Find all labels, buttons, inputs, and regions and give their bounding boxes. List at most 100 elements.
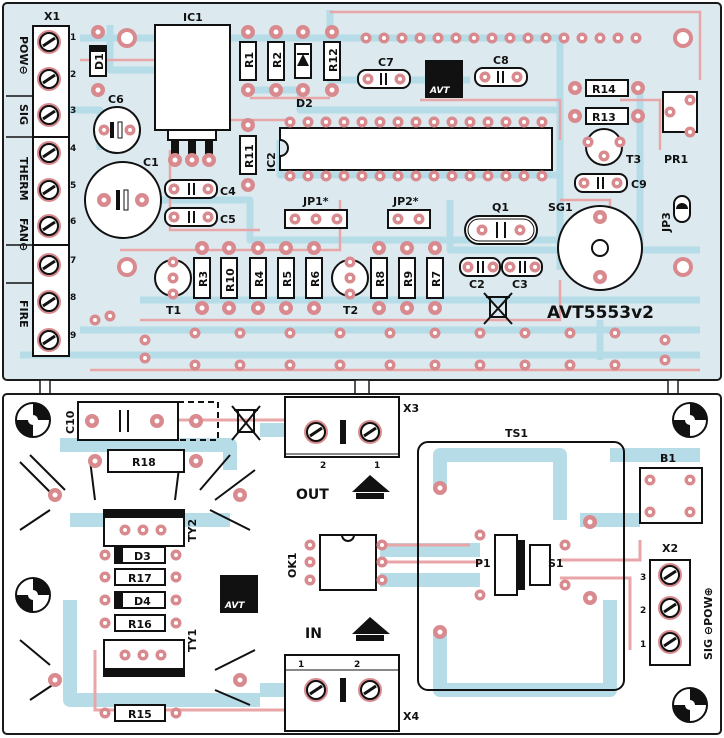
x2-pin-1: 1 [640,640,646,650]
weee-bin-icon-top [483,292,513,325]
c4-label: C4 [220,185,236,198]
resistor-r12: R12 [323,25,341,97]
r16-label: R16 [128,618,152,631]
resistor-r4: R4 [249,241,267,315]
capacitor-c7: C7 [357,56,411,89]
r5-label: R5 [281,271,294,287]
r8-label: R8 [374,271,387,287]
x1-pin-2: 2 [70,70,76,80]
d4-label: D4 [134,595,151,608]
c10-label: C10 [64,410,77,434]
side-label-fire: FIRE [17,300,30,328]
x4-pin-1: 1 [298,660,304,670]
capacitor-c10: C10 [64,401,219,441]
x1-pin-4: 4 [70,144,76,154]
heatsink-lower [19,639,256,706]
sg1-label: SG1 [548,201,573,214]
r3-label: R3 [197,271,210,287]
capacitor-c4: C4 [164,179,236,199]
resistor-r11: R11 [239,118,257,192]
ok1-label: OK1 [286,552,299,578]
heatsink-upper [19,454,256,531]
weee-bin-icon-bottom [231,405,261,441]
d1-label: D1 [93,53,106,70]
resistor-r17: R17 [99,568,182,586]
resistor-r16: R16 [99,614,182,632]
r7-label: R7 [430,271,443,287]
resistor-r18: R18 [88,449,203,473]
c6-label: C6 [108,93,124,106]
transistor-t2: T2 [331,256,369,317]
x4-pin-2: 2 [354,660,360,670]
transistor-t3: T3 [582,128,641,166]
jp3-label: JP3 [660,212,673,233]
x1-pin-5: 5 [70,181,76,191]
resistor-r9: R9 [398,241,416,315]
microcontroller-ic2: IC2 [265,116,553,182]
r10-label: R10 [224,268,237,292]
avt-logo-top: AVT [425,60,463,98]
breakaway-tabs [39,379,679,395]
in-indicator: IN [305,617,390,642]
r6-label: R6 [309,271,322,287]
avt-logo-bottom: AVT [220,575,258,613]
r2-label: R2 [271,52,284,68]
avt-logo-top-text: AVT [429,86,450,96]
x2-side-label: SIG ⊖POW⊕ [702,587,715,660]
resistor-r13: R13 [568,107,645,125]
ty1-label: TY1 [186,629,199,652]
t3-label: T3 [626,153,641,166]
resistor-r7: R7 [426,241,444,315]
d3-label: D3 [134,550,151,563]
regulator-ic1: IC1 [154,11,231,167]
capacitor-c3: C3 [501,257,543,291]
resistor-r14: R14 [568,79,645,97]
resistor-r5: R5 [277,241,295,315]
side-label-therm: THERM [17,157,30,201]
ts1-label: TS1 [505,427,528,440]
diode-d3: D3 [99,546,182,564]
ic2-label: IC2 [265,152,278,172]
jumper-jp1: JP1* [284,195,348,229]
diode-d4: D4 [99,591,182,609]
r4-label: R4 [253,271,266,287]
resistor-r1: R1 [239,25,257,97]
x1-pin-1: 1 [70,33,76,43]
capacitor-c1: C1 [84,156,162,239]
triac-ty1: TY1 [103,629,199,677]
r1-label: R1 [243,52,256,68]
jumper-jp3: JP3 [660,195,691,233]
transistor-t1: T1 [154,256,192,317]
r12-label: R12 [327,48,340,72]
x1-label: X1 [44,10,60,23]
diode-d2: D2 [294,25,313,110]
triac-ty2: TY2 [103,509,199,547]
avt-logo-bottom-text: AVT [224,601,245,611]
side-label-sig: SIG [17,104,30,125]
resistor-r3: R3 [193,241,211,315]
b1-label: B1 [660,452,676,465]
s1-label: S1 [548,557,564,570]
t2-label: T2 [343,304,358,317]
capacitor-c9: C9 [574,173,647,193]
bottom-board: C10 R18 TY2 D3 [2,393,722,735]
x3-pin-2: 2 [320,461,326,471]
x4-label: X4 [403,710,419,723]
c2-label: C2 [469,278,485,291]
capacitor-c5: C5 [164,207,236,227]
r9-label: R9 [402,271,415,287]
pr1-label: PR1 [664,153,688,166]
in-label: IN [305,626,322,642]
bridge-b1: B1 [639,452,703,524]
x1-pin-9: 9 [70,331,76,341]
resistor-r8: R8 [370,241,388,315]
jp2-label: JP2* [392,195,419,208]
c1-label: C1 [143,156,159,169]
resistor-r6: R6 [305,241,323,315]
connector-x4: X4 1 2 [284,654,419,732]
x1-pin-7: 7 [70,256,76,266]
r18-label: R18 [132,456,156,469]
x3-label: X3 [403,402,419,415]
c8-label: C8 [493,54,509,67]
